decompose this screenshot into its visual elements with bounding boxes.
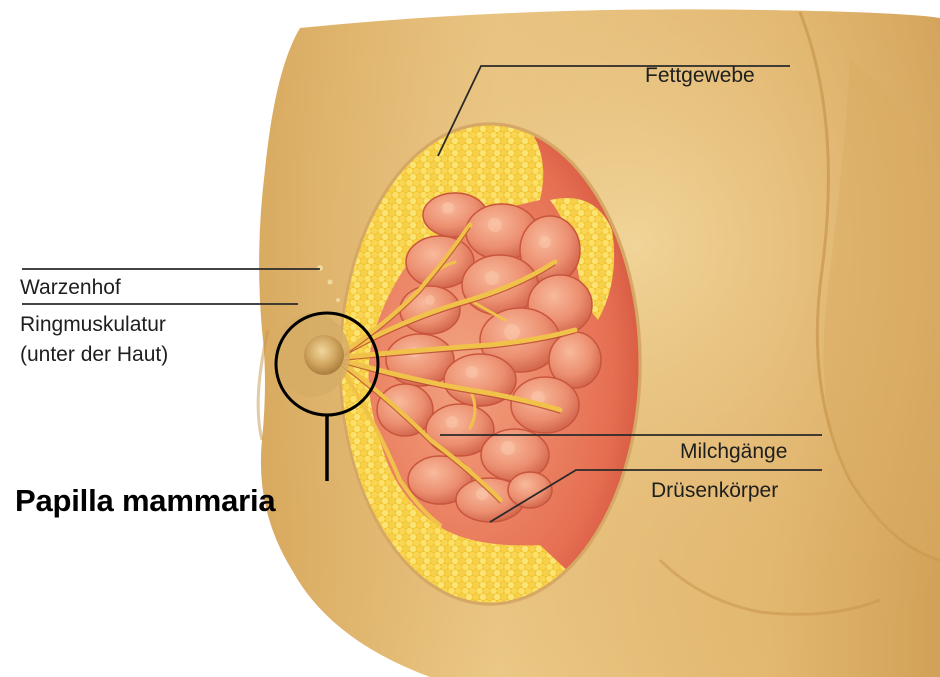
label-ringmuskulatur-note: (unter der Haut) bbox=[20, 343, 168, 367]
label-warzenhof: Warzenhof bbox=[20, 276, 121, 300]
label-milchgaenge: Milchgänge bbox=[680, 440, 787, 464]
label-papilla-mammaria: Papilla mammaria bbox=[15, 483, 275, 519]
label-ringmuskulatur: Ringmuskulatur bbox=[20, 313, 166, 337]
label-fettgewebe: Fettgewebe bbox=[645, 64, 755, 88]
label-druesenkoerper: Drüsenkörper bbox=[651, 479, 778, 503]
